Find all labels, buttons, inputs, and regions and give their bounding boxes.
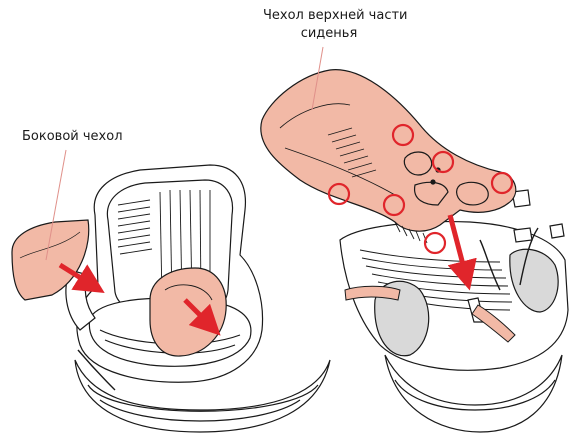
- top-cover-label: Чехол верхней части сиденья: [263, 7, 395, 43]
- top-cover-label-line1: Чехол верхней части: [263, 7, 395, 25]
- side-cover-label: Боковой чехол: [22, 128, 123, 146]
- top-seat-cover: [261, 70, 516, 243]
- top-cover-label-line2: сиденья: [263, 25, 395, 43]
